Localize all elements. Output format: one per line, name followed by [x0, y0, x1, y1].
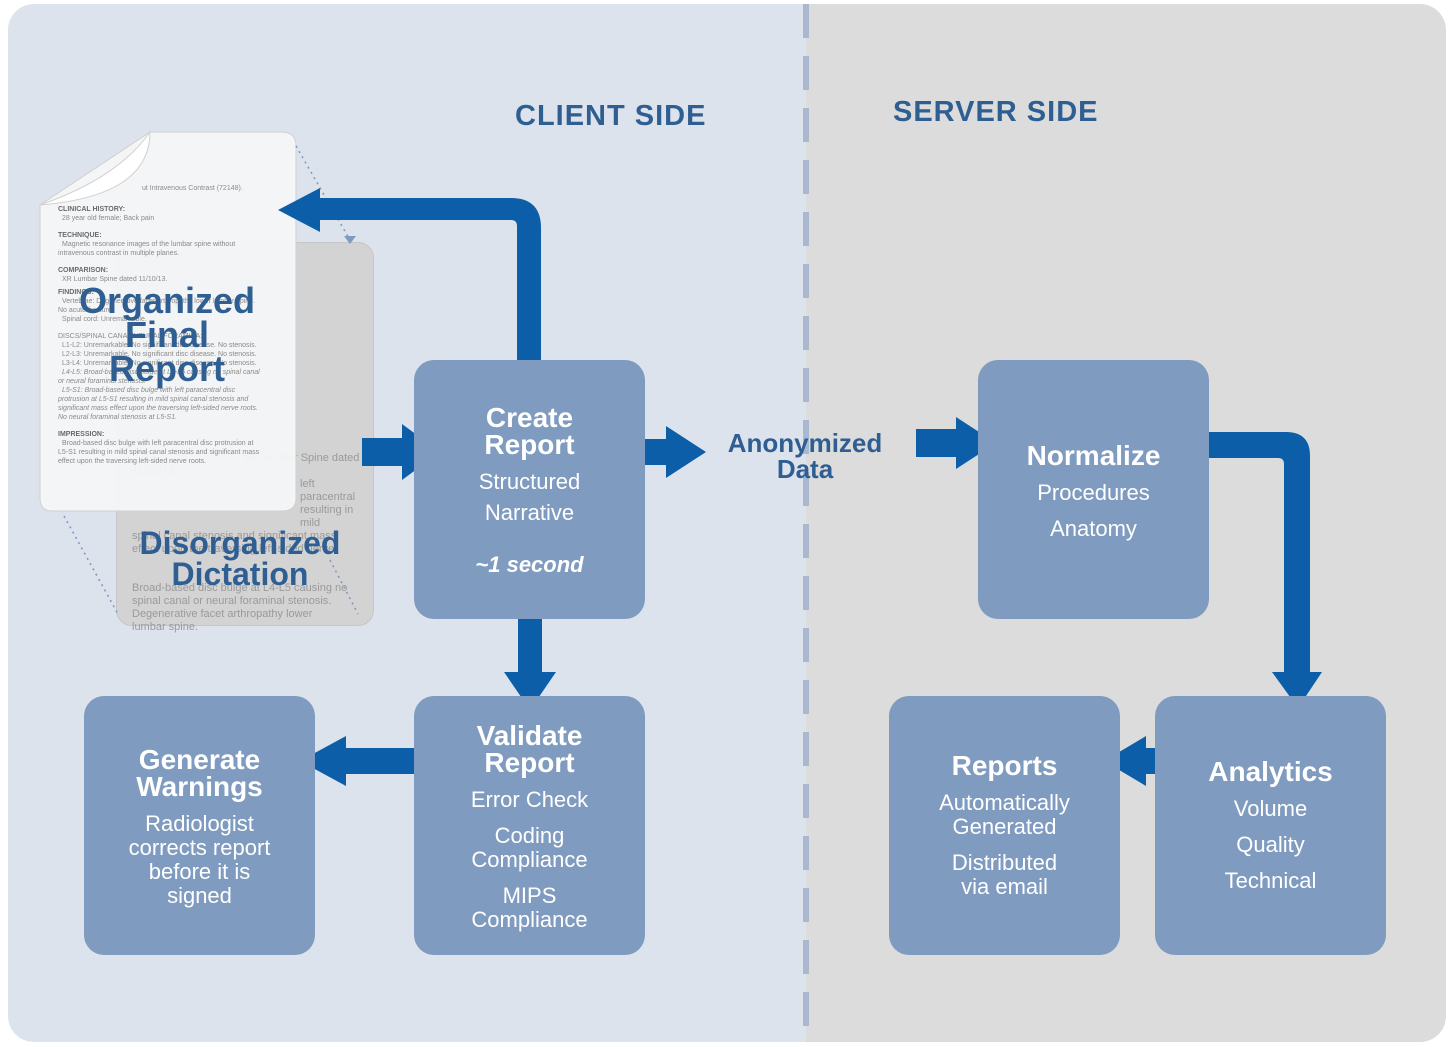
analytics-item: Volume: [1233, 796, 1308, 821]
generate-warnings-text: signed: [167, 883, 232, 908]
validate-report-box: Validate Report Error Check Coding Compl…: [414, 696, 645, 955]
validate-report-item: Compliance: [471, 907, 588, 932]
validate-report-title: Validate Report: [476, 720, 583, 778]
validate-report-item: Error Check: [470, 787, 589, 812]
disorganized-dictation-label: Disorganized Dictation: [139, 525, 341, 592]
anonymized-data-label: Anonymized Data: [727, 428, 883, 484]
reports-item: Generated: [952, 814, 1057, 839]
generate-warnings-text: Radiologist: [145, 811, 254, 836]
organized-final-report-label: Organized Final Report: [78, 280, 256, 389]
generate-warnings-text: corrects report: [128, 835, 271, 860]
normalize-item: Procedures: [1037, 480, 1150, 505]
analytics-item: Quality: [1236, 832, 1305, 857]
normalize-title: Normalize: [1026, 440, 1161, 471]
client-side-title: CLIENT SIDE: [515, 100, 707, 132]
create-report-timing: ~1 second: [475, 552, 584, 577]
validate-report-item: Coding: [494, 823, 565, 848]
normalize-box: Normalize Procedures Anatomy: [978, 360, 1209, 619]
create-report-box: Create Report Structured Narrative ~1 se…: [414, 360, 645, 619]
generate-warnings-box: Generate Warnings Radiologist corrects r…: [84, 696, 315, 955]
reports-box: Reports Automatically Generated Distribu…: [889, 696, 1120, 955]
server-side-title: SERVER SIDE: [893, 96, 1099, 128]
reports-item: Automatically: [939, 790, 1070, 815]
normalize-item: Anatomy: [1050, 516, 1137, 541]
reports-title: Reports: [951, 750, 1058, 781]
generate-warnings-text: before it is: [148, 859, 251, 884]
validate-report-item: MIPS: [502, 883, 557, 908]
analytics-item: Technical: [1224, 868, 1317, 893]
create-report-item: Structured: [478, 469, 581, 494]
create-report-item: Narrative: [484, 500, 575, 525]
validate-report-item: Compliance: [471, 847, 588, 872]
generate-warnings-title: Generate Warnings: [136, 744, 263, 802]
reports-item: via email: [961, 874, 1048, 899]
analytics-box: Analytics Volume Quality Technical: [1155, 696, 1386, 955]
create-report-title: Create Report: [484, 402, 575, 460]
reports-item: Distributed: [951, 850, 1058, 875]
report-document-text: ut Intravenous Contrast (72148). CLINICA…: [58, 185, 260, 465]
analytics-title: Analytics: [1208, 756, 1333, 787]
